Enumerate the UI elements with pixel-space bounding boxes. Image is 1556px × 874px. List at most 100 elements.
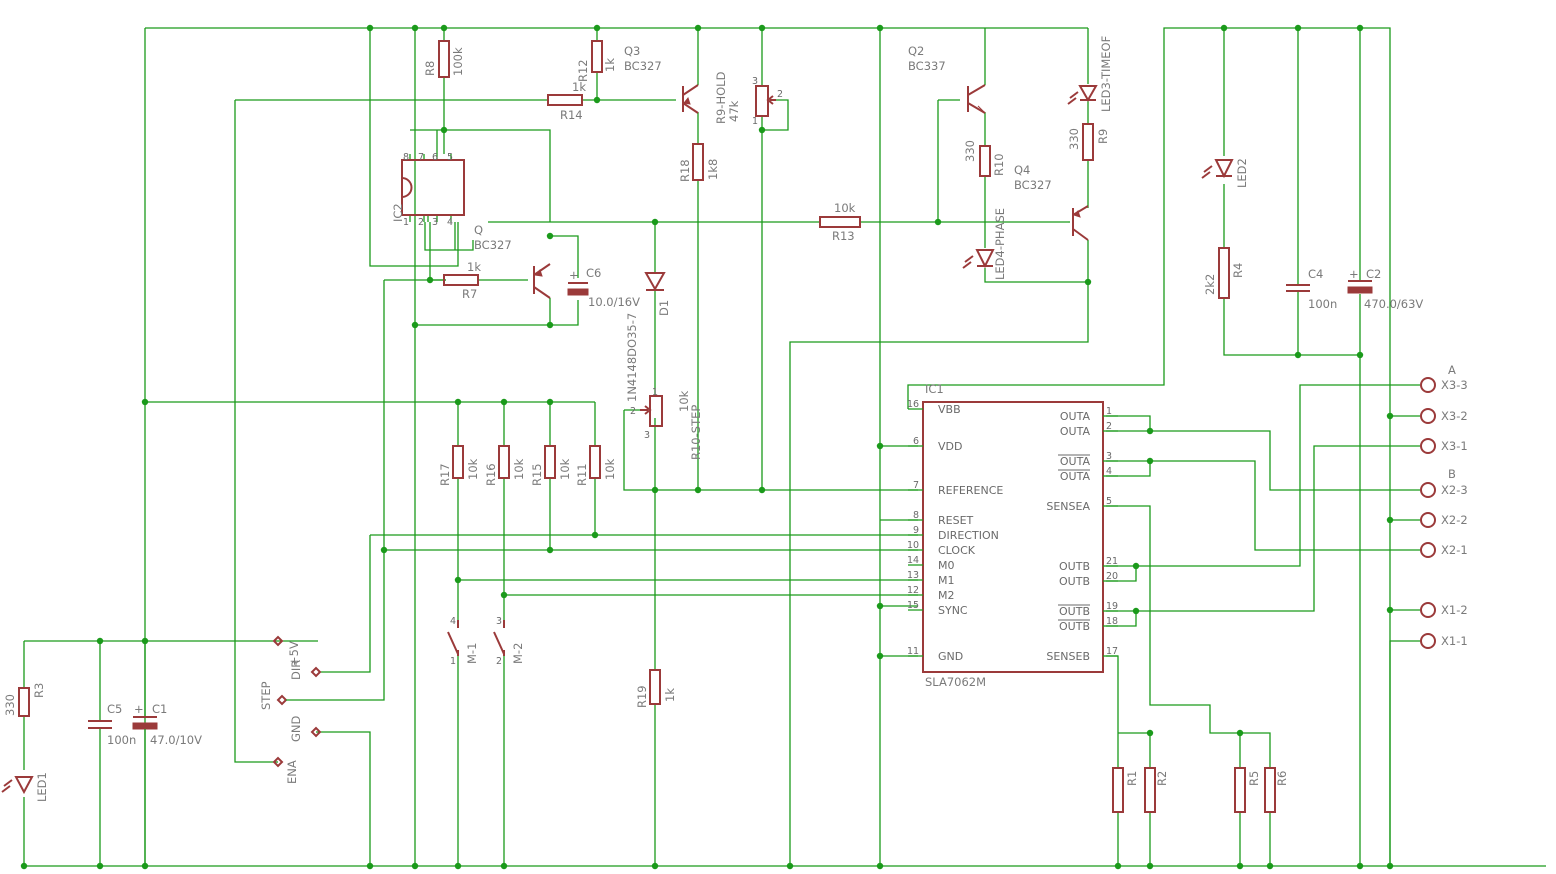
ic1-pin-number: 12 <box>907 585 919 596</box>
ic2-pin-label: 5 <box>447 152 453 163</box>
led-label: LED1 <box>35 772 49 802</box>
resistor-value: 10k <box>466 458 480 480</box>
pot-wiper-arrow <box>766 95 776 105</box>
ic1-value: SLA7062M <box>925 675 986 689</box>
ic2: IC2 8 7 6 5 1 2 3 4 <box>391 152 465 228</box>
resistors: R8 100k R12 1k R14 1k R18 1k8 R7 1k R13 … <box>3 40 1289 813</box>
transistor-label: Q2 <box>908 44 924 58</box>
resistor-value: 100k <box>451 47 465 76</box>
ic1-pin-label: VDD <box>938 440 962 453</box>
resistor-label: R8 <box>423 61 437 76</box>
resistor-label: R1 <box>1125 771 1139 786</box>
ic1-pin-number: 9 <box>913 525 919 536</box>
ic1-pin-label: VBB <box>938 403 961 416</box>
output-pin-label: X3-2 <box>1441 409 1468 423</box>
transistor-q4 <box>1072 205 1089 241</box>
led-emission-icon <box>962 255 974 269</box>
ic1-pin-label: REFERENCE <box>938 484 1003 497</box>
transistor-value: BC327 <box>1014 178 1052 192</box>
resistor-value: 10k <box>512 458 526 480</box>
resistor-r11 <box>589 445 601 479</box>
ic2-name: IC2 <box>391 203 405 222</box>
led4-symbol <box>975 249 995 269</box>
resistor-r19 <box>649 669 661 705</box>
pin-label-5v: +5V <box>287 641 301 666</box>
resistor-r8 <box>438 40 450 78</box>
ic1-pin-label: OUTB <box>1059 620 1090 633</box>
capacitor-c1 <box>132 722 158 730</box>
ic1-pin-number: 20 <box>1106 571 1118 582</box>
ic2-pin-label: 8 <box>403 152 409 163</box>
ic1-pin-label: M2 <box>938 589 955 602</box>
ic1-pin-number: 17 <box>1106 646 1118 657</box>
resistor-label: R13 <box>832 229 855 243</box>
ic1-right-pins: 1OUTA2OUTA3OUTA4OUTA5SENSEA21OUTB20OUTB1… <box>1046 406 1118 663</box>
ic2-pin-label: 1 <box>403 217 409 228</box>
transistor-value: BC337 <box>908 59 946 73</box>
pot-pin-label: 2 <box>777 89 783 100</box>
pin-ena-icon <box>272 756 284 768</box>
ic1-pin-number: 11 <box>907 646 919 657</box>
output-pin-icon <box>1420 633 1436 649</box>
ic2-pin-label: 2 <box>418 217 424 228</box>
ic1-pin-number: 13 <box>907 570 919 581</box>
resistor-value: 330 <box>1067 128 1081 150</box>
transistor-arrow <box>977 105 986 114</box>
ic1-pin-label: OUTB <box>1059 605 1090 618</box>
ic1-pin-label: OUTB <box>1059 560 1090 573</box>
ic1-name: IC1 <box>925 382 944 396</box>
capacitor-c4 <box>1286 284 1310 292</box>
ic1-pin-number: 19 <box>1106 601 1118 612</box>
resistor-label: R2 <box>1155 771 1169 786</box>
switch-pin-label: 2 <box>496 656 502 667</box>
led-label: LED4-PHASE <box>993 208 1007 280</box>
resistor-value: 330 <box>3 694 17 716</box>
resistor-value: 1k <box>467 260 481 274</box>
ic2-pin-label: 7 <box>418 152 424 163</box>
capacitor-value: 100n <box>1308 297 1337 311</box>
ic1-pin-number: 6 <box>913 436 919 447</box>
capacitor-label: C2 <box>1366 267 1381 281</box>
output-pin-icon <box>1420 438 1436 454</box>
ic1-pin-number: 1 <box>1106 406 1112 417</box>
output-group-b-label: B <box>1448 467 1456 481</box>
diode-label: D1 <box>657 300 671 316</box>
capacitors: + C6 10.0/16V C4 100n + C2 470.0/63V C5 … <box>88 266 1423 866</box>
pot-value: 10k <box>677 390 691 412</box>
ic1-pin-number: 15 <box>907 600 919 611</box>
ic1-pin-number: 21 <box>1106 556 1118 567</box>
capacitor-label: C4 <box>1308 267 1323 281</box>
pot-value: 47k <box>727 100 741 122</box>
ic1-pin-label: M0 <box>938 559 955 572</box>
ic1-pin-number: 5 <box>1106 496 1112 507</box>
output-connectors: A B X3-3X3-2X3-1X2-3X2-2X2-1X1-2X1-1 <box>1420 363 1468 649</box>
resistor-label: R18 <box>678 159 692 182</box>
resistor-r6 <box>1264 767 1276 813</box>
ic1-body <box>922 401 1104 673</box>
capacitor-label: C5 <box>107 702 122 716</box>
output-pin-label: X1-1 <box>1441 634 1468 648</box>
resistor-label: R15 <box>530 463 544 486</box>
capacitor-c2 <box>1347 286 1373 294</box>
ic1-pin-label: CLOCK <box>938 544 976 557</box>
pin-dir-icon <box>310 666 322 678</box>
output-pin-icon <box>1420 512 1436 528</box>
capacitor-c6 <box>567 288 589 296</box>
resistor-value: 330 <box>963 140 977 162</box>
transistor-arrow <box>683 96 691 105</box>
led-label: LED3-TIMEOF <box>1099 36 1113 112</box>
pin-label-ena: ENA <box>285 760 299 784</box>
polarity-plus: + <box>134 702 144 716</box>
pot-pin-label: 1 <box>652 387 658 398</box>
resistor-value: 1k <box>663 688 677 702</box>
switch-pin-label: 1 <box>450 656 456 667</box>
resistor-r16 <box>498 445 510 479</box>
capacitor-label: C6 <box>586 266 601 280</box>
resistor-label: R7 <box>462 287 477 301</box>
output-pin-icon <box>1420 408 1436 424</box>
leds: LED3-TIMEOF LED4-PHASE LED2 LED1 <box>1 36 1249 802</box>
diode-value: 1N4148DO35-7 <box>625 313 639 402</box>
resistor-value: 2k2 <box>1203 274 1217 295</box>
capacitor-value: 470.0/63V <box>1364 297 1423 311</box>
switches: M-1 4 1 M-2 3 2 <box>447 616 525 667</box>
